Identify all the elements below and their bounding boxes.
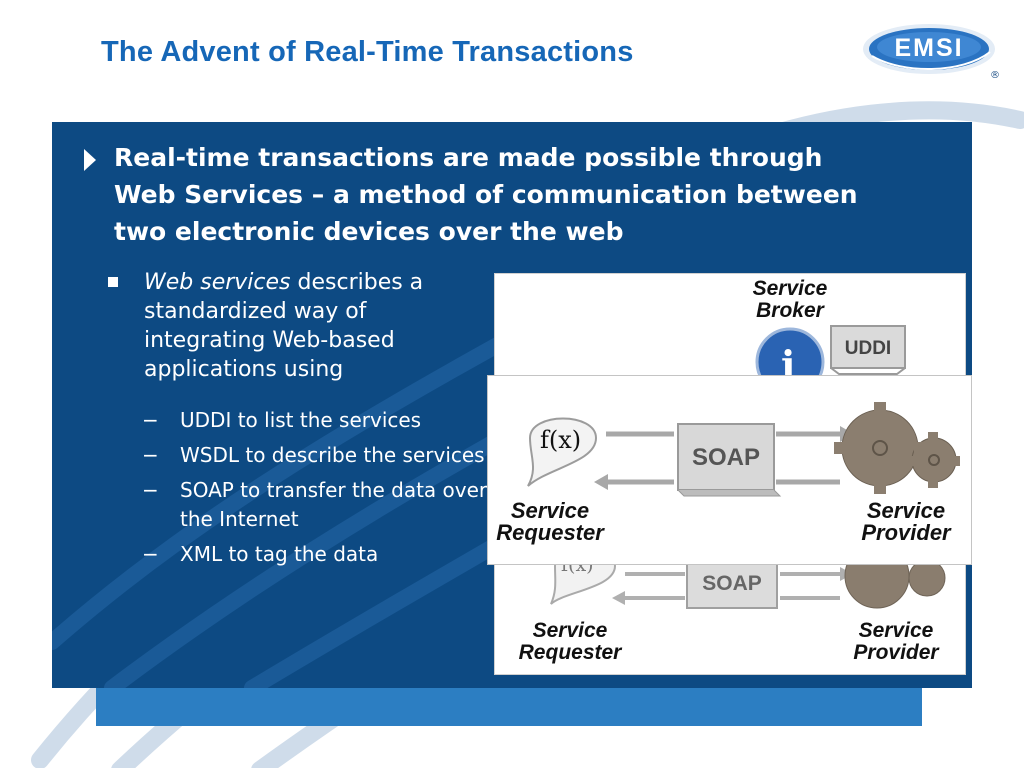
sub-bullet: Web services describes a standardized wa… <box>106 268 446 384</box>
list-item: −SOAP to transfer the data over the Inte… <box>142 476 502 534</box>
diagram-front-graphics <box>527 402 960 497</box>
sub-item-list: −UDDI to list the services −WSDL to desc… <box>142 406 502 575</box>
sub-bullet-emphasis: Web services <box>144 270 291 295</box>
requester-bubble-icon <box>527 417 598 487</box>
dash-marker: − <box>142 478 159 502</box>
emsi-logo: EMSI ® <box>862 22 1002 88</box>
square-bullet-icon <box>108 277 118 287</box>
request-arrows-icon <box>594 426 854 490</box>
soap-box-icon <box>677 423 782 497</box>
logo-ellipse-icon <box>863 24 995 74</box>
function-label: f(x) <box>540 426 582 454</box>
sub-bullet-text: Web services describes a standardized wa… <box>106 268 446 384</box>
lower-arrows-icon <box>612 567 853 605</box>
list-item-text: WSDL to describe the services <box>180 443 485 467</box>
slide-title: The Advent of Real-Time Transactions <box>101 36 634 68</box>
soap-box-icon <box>686 561 778 609</box>
provider-gears-icon <box>834 402 960 494</box>
main-bullet-text: Real-time transactions are made possible… <box>114 143 858 246</box>
dash-marker: − <box>142 443 159 467</box>
broker-label: Service Broker <box>752 277 828 322</box>
list-item-text: XML to tag the data <box>180 542 379 566</box>
diagram-front-panel: f(x) SOAP Service Requester Service Prov… <box>487 375 972 565</box>
provider-label: Service Provider <box>861 498 951 545</box>
uddi-label: UDDI <box>844 338 892 359</box>
list-item-text: SOAP to transfer the data over the Inter… <box>180 478 488 531</box>
list-item: −XML to tag the data <box>142 540 502 569</box>
main-bullet: Real-time transactions are made possible… <box>84 139 884 250</box>
logo-text: EMSI <box>894 34 964 62</box>
list-item: −WSDL to describe the services <box>142 441 502 470</box>
dash-marker: − <box>142 408 159 432</box>
uddi-document-icon <box>830 325 906 375</box>
provider-label: Service Provider <box>853 619 939 664</box>
list-item: −UDDI to list the services <box>142 406 502 435</box>
sub-bullet-rest: describes a standardized way of integrat… <box>144 270 424 382</box>
registered-mark: ® <box>990 70 1000 81</box>
list-item-text: UDDI to list the services <box>180 408 422 432</box>
panel-shadow-bar <box>96 688 922 726</box>
requester-label: Service Requester <box>496 498 604 545</box>
soap-label: SOAP <box>702 572 762 595</box>
soap-label: SOAP <box>691 444 760 471</box>
triangle-bullet-icon <box>84 149 96 171</box>
dash-marker: − <box>142 542 159 566</box>
requester-label: Service Requester <box>518 619 622 664</box>
